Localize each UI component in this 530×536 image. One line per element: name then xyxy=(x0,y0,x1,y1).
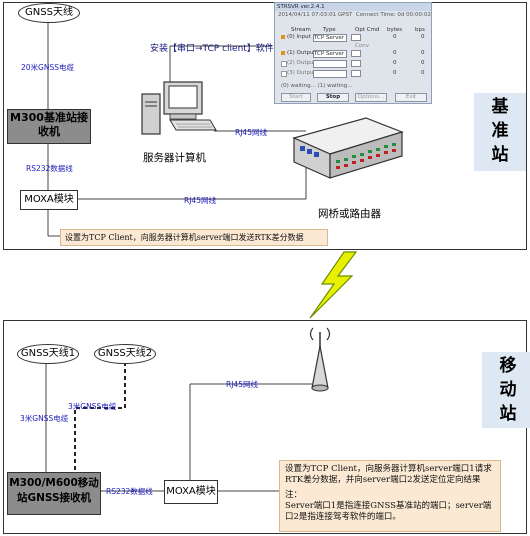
strsvr-row: (0) Input TCP Server 0 0 xyxy=(275,34,431,43)
install-software-label: 安装【串口→TCP client】软件 xyxy=(150,44,274,54)
mobile-note-line1: 设置为TCP Client，向服务器计算机server端口1请求RTK差分数据，… xyxy=(285,464,492,485)
base-station-label: 基准站 xyxy=(474,93,526,171)
gnss-antenna-1: GNSS天线1 xyxy=(17,344,79,364)
gnss-antenna-2: GNSS天线2 xyxy=(94,344,156,364)
strsvr-conv-label: Conv xyxy=(355,43,369,49)
rs232-label-base: RS232数据线 xyxy=(26,164,73,173)
rs232-label-mobile: RS232数据线 xyxy=(106,487,153,496)
strsvr-waiting: (0) waiting... (1) waiting... xyxy=(281,83,353,89)
moxa-module-mobile: MOXA模块 xyxy=(164,480,218,504)
router-label: 网桥或路由器 xyxy=(318,208,381,220)
strsvr-header: Stream Type Opt Cmd bytes bps xyxy=(291,27,425,33)
rj45-server-label: RJ45网线 xyxy=(235,128,267,137)
base-receiver: M300基准站接收机 xyxy=(7,109,91,144)
mobile-note-line2: 注： xyxy=(285,490,303,500)
rj45-moxa-label: RJ45网线 xyxy=(184,196,216,205)
server-computer-icon xyxy=(141,81,217,135)
strsvr-window: STRSVR ver.2.4.1 2014/04/11 07:03:01 GPS… xyxy=(274,2,432,104)
mobile-note-line3: Server端口1是指连接GNSS基准站的端口；server端口2是指连接驾考软… xyxy=(285,501,492,522)
mobile-note: 设置为TCP Client，向服务器计算机server端口1请求RTK差分数据，… xyxy=(279,460,501,532)
strsvr-title: STRSVR ver.2.4.1 xyxy=(275,3,431,11)
strsvr-status: 2014/04/11 07:03:01 GPST Connect Time: 0… xyxy=(278,12,431,18)
options-button[interactable]: Options... xyxy=(355,93,387,102)
stop-button[interactable]: Stop xyxy=(317,93,349,102)
cable-20m-label: 20米GNSS电缆 xyxy=(21,63,74,72)
router-icon xyxy=(292,117,404,179)
cable-label-1: 3米GNSS电缆 xyxy=(20,414,69,423)
mobile-receiver: M300/M600移动站GNSS接收机 xyxy=(7,472,101,515)
start-button[interactable]: Start xyxy=(281,93,311,102)
mobile-station-label: 移动站 xyxy=(482,352,530,428)
wireless-lightning-icon xyxy=(309,251,358,319)
wireless-ap-icon xyxy=(309,327,331,392)
gnss-antenna-base: GNSS天线 xyxy=(18,3,80,23)
strsvr-row: (2) Output 0 0 xyxy=(275,60,431,69)
exit-button[interactable]: Exit xyxy=(395,93,427,102)
server-label: 服务器计算机 xyxy=(143,152,206,164)
strsvr-row: (3) Output 0 0 xyxy=(275,70,431,79)
strsvr-row: (1) Output TCP Server 0 0 xyxy=(275,50,431,59)
moxa-module-base: MOXA模块 xyxy=(20,190,78,210)
rj45-label-mobile: RJ45网线 xyxy=(226,380,258,389)
cable-label-2: 3米GNSS电缆 xyxy=(68,402,117,411)
base-note: 设置为TCP Client，向服务器计算机server端口发送RTK差分数据 xyxy=(60,229,328,246)
